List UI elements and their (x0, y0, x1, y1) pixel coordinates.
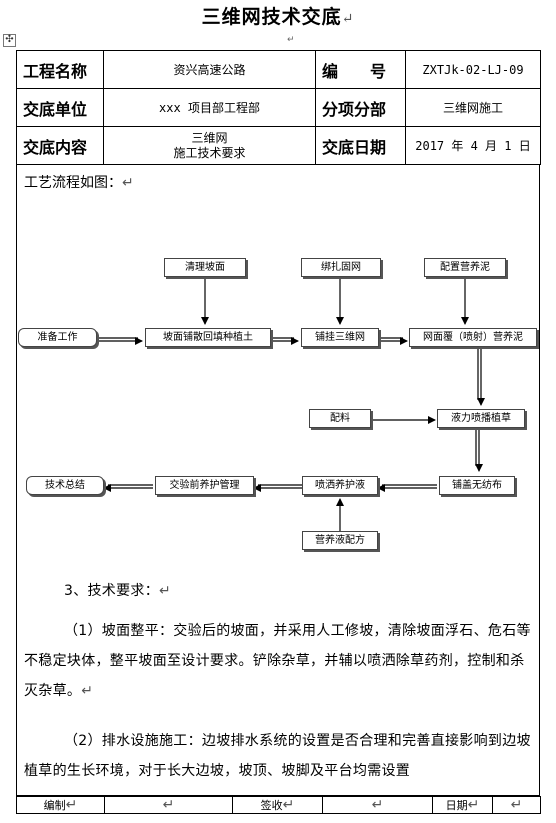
flow-node-nutrient: 营养液配方 (302, 531, 378, 550)
footer-compile-value[interactable]: ↵ (104, 796, 233, 814)
flow-node-ingredients: 配料 (309, 409, 371, 428)
flow-node-mix-mud: 配置营养泥 (424, 258, 506, 277)
date-value: 2017 年 4 月 1 日 (405, 126, 541, 165)
content-value-line-2: 施工技术要求 (173, 145, 246, 160)
content-label: 交底内容 (16, 126, 104, 165)
footer-sign-label: 签收↵ (232, 796, 323, 814)
paragraph-2: （2）排水设施施工：边坡排水系统的设置是否合理和完善直接影响到边坡植草的生长环境… (24, 733, 531, 779)
flow-node-handover: 交验前养护管理 (155, 476, 254, 495)
content-value: 三维网 施工技术要求 (103, 126, 316, 165)
footer-compile-label: 编制↵ (16, 796, 105, 814)
paragraph-mark: ↵ (287, 35, 295, 45)
footer-sign-value[interactable]: ↵ (322, 796, 433, 814)
paragraph-1: （1）坡面整平：交验后的坡面，并采用人工修坡，清除坡面浮石、危石等不稳定块体，整… (24, 623, 531, 699)
flow-node-prep: 准备工作 (18, 328, 97, 347)
body-cell (16, 164, 540, 796)
flow-node-lay-net: 铺挂三维网 (301, 328, 379, 347)
footer-table: 编制↵ ↵ 签收↵ ↵ 日期↵ ↵ (16, 796, 541, 814)
project-name-label: 工程名称 (16, 50, 104, 89)
flow-node-nonwoven: 铺盖无纺布 (439, 476, 515, 495)
flow-node-clean: 清理坡面 (164, 258, 246, 277)
unit-value: xxx 项目部工程部 (103, 88, 316, 127)
flow-node-summary: 技术总结 (26, 476, 104, 495)
footer-date-label: 日期↵ (432, 796, 493, 814)
table-move-handle-icon[interactable]: ✣ (3, 34, 16, 47)
flow-node-hydro: 液力喷播植草 (437, 409, 525, 428)
content-value-line-1: 三维网 (191, 130, 228, 145)
flow-node-cover: 网面覆（喷射）营养泥 (409, 328, 537, 347)
project-name-value: 资兴高速公路 (103, 50, 316, 89)
flow-node-bind: 绑扎固网 (301, 258, 381, 277)
header-table: 工程名称 资兴高速公路 编 号 ZXTJk-02-LJ-09 交底单位 xxx … (16, 50, 541, 165)
section-heading: 3、技术要求：↵ (64, 583, 172, 599)
footer-date-value[interactable]: ↵ (492, 796, 541, 814)
date-label: 交底日期 (315, 126, 406, 165)
process-title: 工艺流程如图：↵ (24, 175, 134, 191)
flow-node-spray: 喷洒养护液 (302, 476, 378, 495)
document-title: 三维网技术交底↵ (201, 6, 355, 28)
flow-node-slope-fill: 坡面铺散回填种植土 (145, 328, 271, 347)
